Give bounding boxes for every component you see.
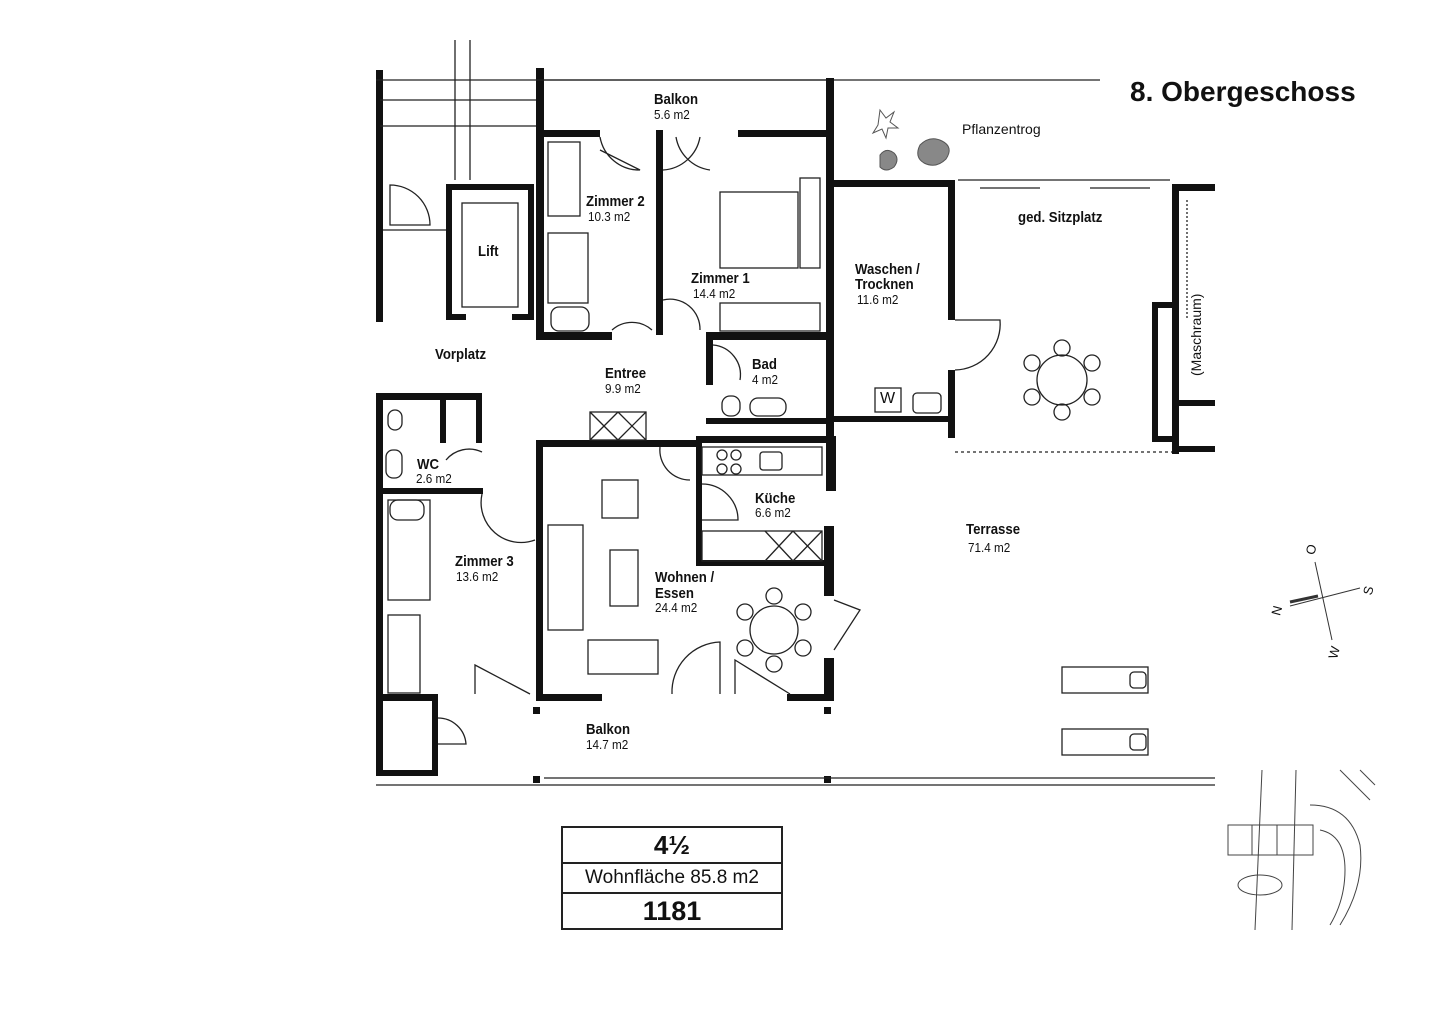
- room-name-wohnen-2: Essen: [655, 585, 694, 602]
- room-name-vorplatz: Vorplatz: [435, 346, 487, 363]
- compass-icon: [1289, 561, 1361, 641]
- room-name-terrasse: Terrasse: [966, 521, 1021, 538]
- unit-number: 1181: [642, 896, 702, 926]
- room-area-wc: 2.6 m2: [416, 471, 452, 486]
- room-name-kueche: Küche: [755, 490, 796, 507]
- room-name-waschen-1: Waschen /: [855, 261, 920, 278]
- room-area-balkon-north: 5.6 m2: [654, 107, 690, 122]
- room-name-balkon-north: Balkon: [654, 91, 699, 108]
- room-area-bad: 4 m2: [752, 372, 779, 387]
- room-area-balkon-south: 14.7 m2: [586, 737, 629, 752]
- living-area: Wohnfläche 85.8 m2: [563, 864, 781, 894]
- room-name-waschen-2: Trocknen: [855, 276, 914, 293]
- sitzplatz-label: ged. Sitzplatz: [1018, 209, 1103, 226]
- washer-symbol: W: [880, 390, 896, 407]
- room-area-zimmer3: 13.6 m2: [456, 569, 499, 584]
- room-name-wc: WC: [417, 456, 439, 473]
- room-name-zimmer1: Zimmer 1: [691, 270, 750, 287]
- room-name-zimmer3: Zimmer 3: [455, 553, 514, 570]
- room-name-balkon-south: Balkon: [586, 721, 631, 738]
- room-area-zimmer2: 10.3 m2: [588, 209, 631, 224]
- room-name-entree: Entree: [605, 365, 647, 382]
- plant-trough-icon: [871, 108, 950, 171]
- room-area-wohnen: 24.4 m2: [655, 600, 698, 615]
- room-name-zimmer2: Zimmer 2: [586, 193, 645, 210]
- walls: [376, 68, 1215, 783]
- site-plan-icon: [1227, 769, 1376, 931]
- room-area-waschen: 11.6 m2: [857, 292, 899, 307]
- room-area-zimmer1: 14.4 m2: [693, 286, 736, 301]
- room-name-wohnen-1: Wohnen /: [655, 569, 715, 586]
- room-area-terrasse: 71.4 m2: [968, 540, 1011, 555]
- room-area-entree: 9.9 m2: [605, 381, 641, 396]
- room-name-lift: Lift: [478, 243, 499, 260]
- plant-trough-label: Pflanzentrog: [962, 121, 1041, 137]
- room-count: 4½: [563, 828, 781, 864]
- maschraum-label: (Maschraum): [1188, 293, 1204, 376]
- floor-title: 8. Obergeschoss: [1130, 76, 1356, 107]
- fixtures: [376, 40, 1215, 786]
- unit-summary-box: 4½ Wohnfläche 85.8 m2 1181: [561, 826, 783, 930]
- room-name-bad: Bad: [752, 356, 777, 373]
- room-area-kueche: 6.6 m2: [755, 505, 791, 520]
